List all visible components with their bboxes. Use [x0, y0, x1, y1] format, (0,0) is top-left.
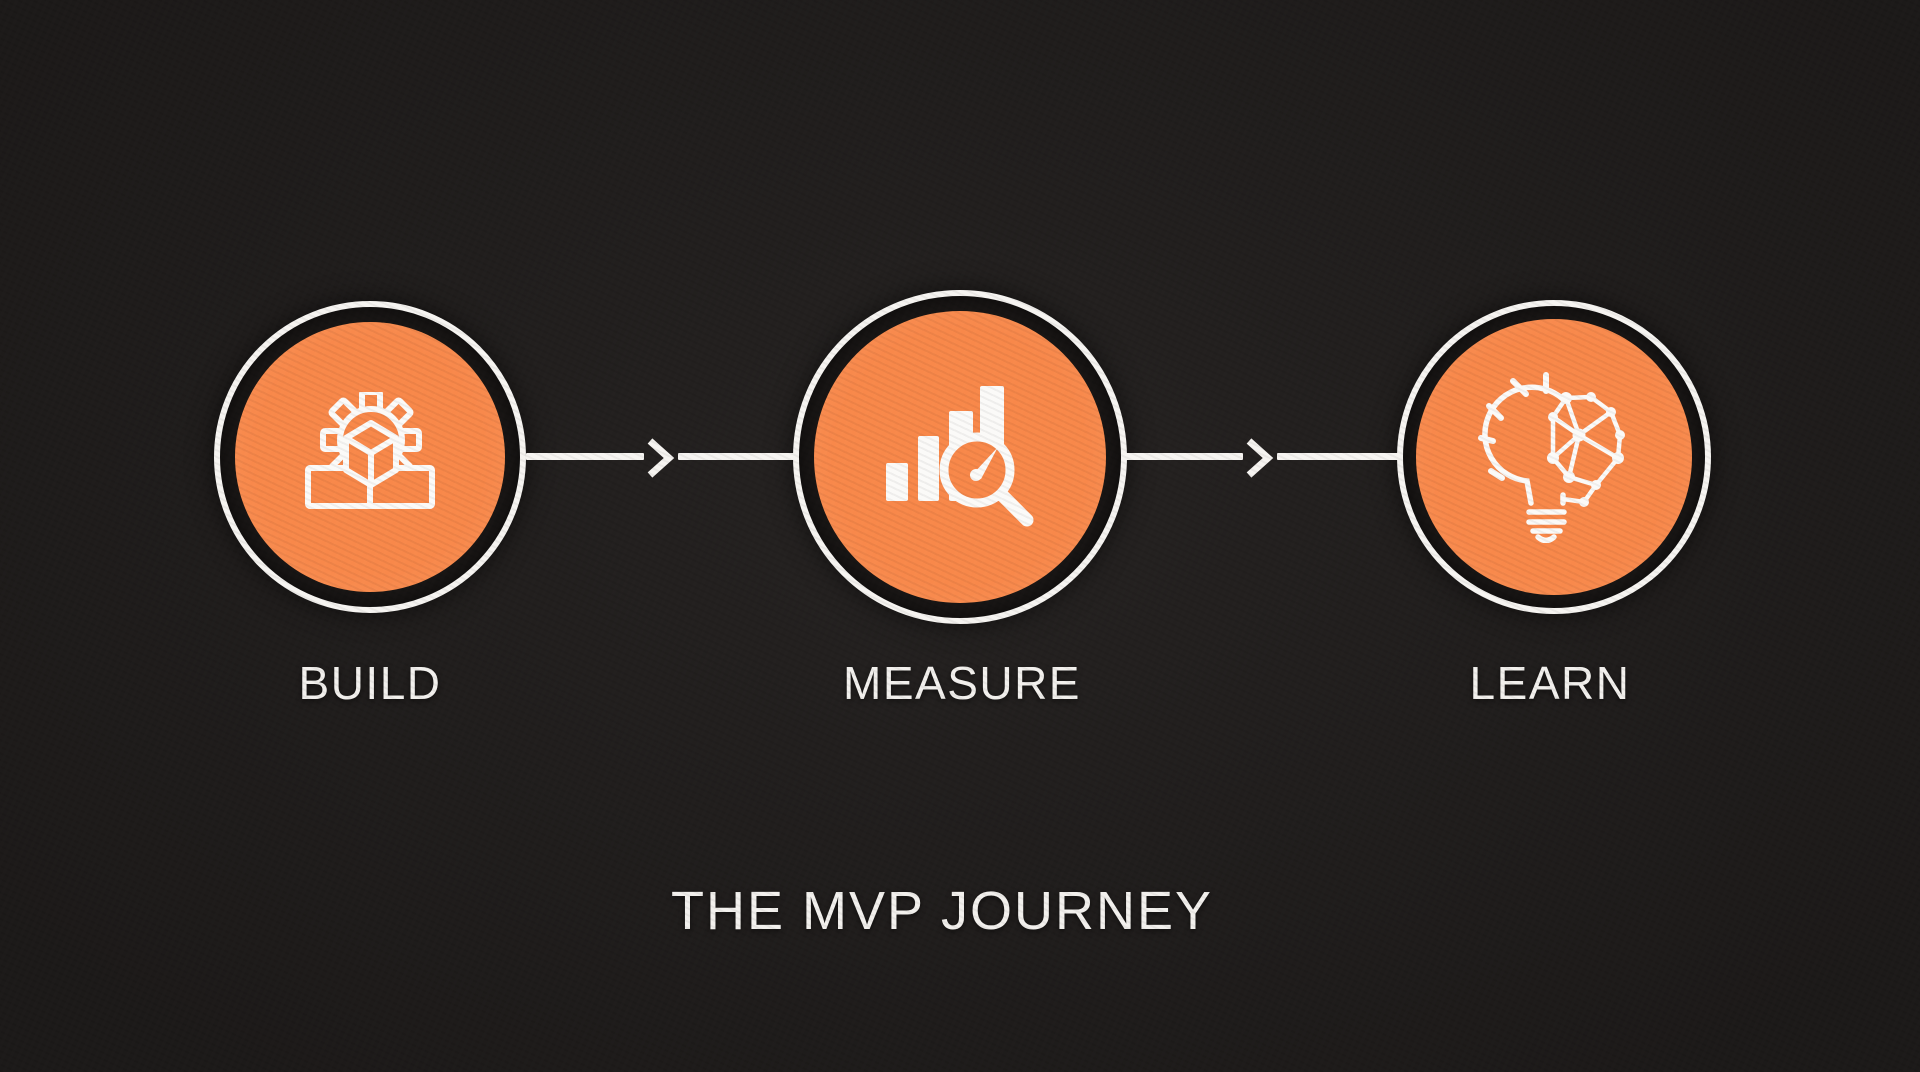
gear-cube-bricks-icon — [305, 392, 435, 509]
lightbulb-neural-network-icon — [1478, 372, 1625, 543]
step-circle-learn — [1397, 300, 1711, 614]
cube — [343, 420, 399, 488]
connector-line-measure-learn-left — [1125, 453, 1243, 460]
connector-line-build-measure-right — [678, 453, 795, 460]
step-disc-learn — [1416, 319, 1692, 595]
arrow-chevron-icon — [647, 438, 675, 478]
bulb-outline — [1482, 384, 1567, 543]
step-label-build: BUILD — [298, 657, 442, 709]
step-disc-measure — [814, 311, 1106, 603]
network-nodes — [1547, 392, 1625, 507]
step-disc-build — [235, 322, 505, 592]
step-circle-measure — [793, 290, 1127, 624]
step-label-learn: LEARN — [1469, 657, 1631, 709]
connector-line-build-measure-left — [526, 453, 644, 460]
diagram-title: THE MVP JOURNEY — [670, 881, 1214, 941]
gauge-pivot — [970, 469, 982, 481]
arrow-chevron-icon — [1246, 438, 1274, 478]
magnifier-handle — [995, 488, 1034, 527]
step-circle-build — [214, 301, 526, 613]
step-label-measure: MEASURE — [843, 657, 1081, 709]
bar-chart-magnifier-gauge-icon — [886, 386, 1034, 527]
connector-line-measure-learn-right — [1277, 453, 1399, 460]
